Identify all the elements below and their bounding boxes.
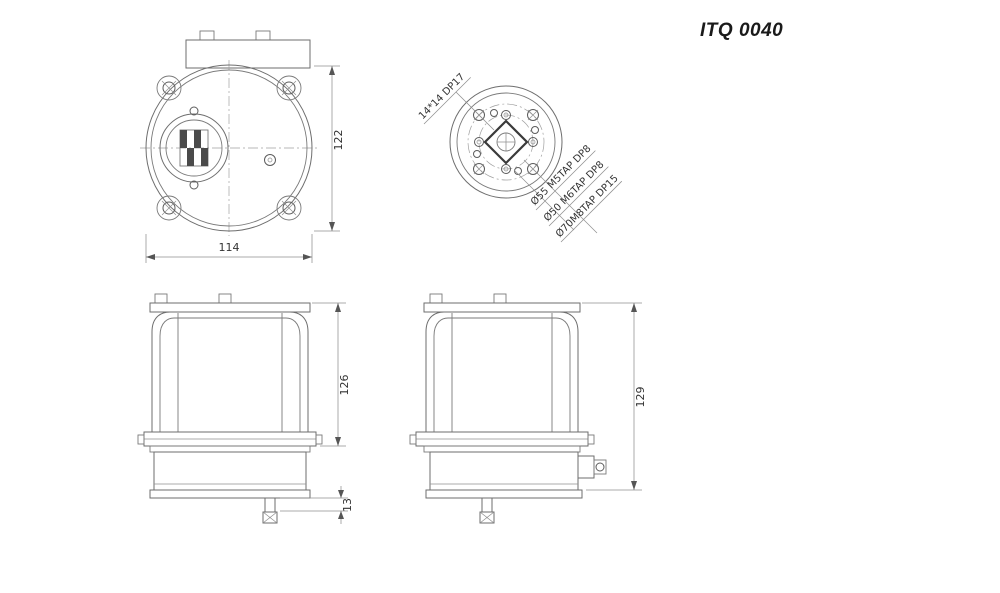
conduit-cap-left <box>199 30 215 41</box>
cover-outline <box>151 311 309 432</box>
square-drive-leader <box>455 91 495 131</box>
top-tab-left-side <box>429 293 443 304</box>
dimension-13: 13 <box>280 486 354 524</box>
mounting-ear-top-right <box>276 75 302 101</box>
flange-outline <box>449 85 563 199</box>
top-view: 122 114 <box>140 30 345 263</box>
cover-outline-side <box>425 311 579 432</box>
mounting-face-view: 14*14 DP17 Ø55 M5TAP DP8 Ø50 M6TAP DP8 Ø… <box>417 72 623 243</box>
flange-lug-right <box>315 434 323 445</box>
top-tab-right-side <box>493 293 507 304</box>
position-indicator <box>159 106 229 190</box>
output-shaft-side <box>479 498 495 524</box>
bottom-plate <box>149 489 311 499</box>
cover-inner-contour <box>159 317 301 432</box>
dimension-122: 122 <box>314 65 345 232</box>
flange-lug-right-side <box>587 434 595 445</box>
top-plate <box>149 302 311 313</box>
conduit-box <box>185 39 311 69</box>
flange-lug-left <box>137 434 145 445</box>
conduit-entry <box>577 455 607 479</box>
dimension-129: 129 <box>582 302 647 491</box>
dim-13-label: 13 <box>341 498 354 512</box>
mounting-ear-top-left <box>156 75 182 101</box>
mounting-ear-bottom-left <box>156 195 182 221</box>
body-inner-rim <box>150 69 308 227</box>
base-step <box>149 445 311 453</box>
dim-114-label: 114 <box>219 241 240 254</box>
top-tab-left <box>154 293 168 304</box>
svg-text:14*14 DP17: 14*14 DP17 <box>417 72 467 122</box>
flange-lug-left-side <box>409 434 417 445</box>
bolt-circle-50 <box>478 114 534 170</box>
body-outline <box>145 64 313 232</box>
drawing-title: ITQ 0040 <box>700 20 783 41</box>
dim-122-label: 122 <box>332 130 345 151</box>
dimension-114: 114 <box>145 234 313 263</box>
dim-129-label: 129 <box>634 387 647 408</box>
flange-inner <box>456 92 556 192</box>
dimension-126: 126 <box>312 302 351 447</box>
output-shaft <box>262 498 278 524</box>
top-plate-side <box>423 302 581 313</box>
cover-screw <box>264 154 276 166</box>
indicator-screw-bottom <box>189 180 199 190</box>
extension-line-b <box>513 169 575 231</box>
side-view: 129 <box>409 293 647 524</box>
dim-126-label: 126 <box>338 375 351 396</box>
conduit-cap-right <box>255 30 271 41</box>
mounting-ear-bottom-right <box>276 195 302 221</box>
base-step-side <box>423 445 581 453</box>
bolt-circle-70 <box>467 103 545 181</box>
extension-line-a <box>523 159 598 234</box>
cover-inner-contour-side <box>433 317 571 432</box>
indicator-screw-top <box>189 106 199 116</box>
label-square-drive: 14*14 DP17 <box>417 72 471 125</box>
cover-screw-center <box>267 157 273 163</box>
square-drive <box>483 119 529 165</box>
top-tab-right <box>218 293 232 304</box>
bottom-plate-side <box>425 489 583 499</box>
front-view: 126 13 <box>137 293 354 524</box>
